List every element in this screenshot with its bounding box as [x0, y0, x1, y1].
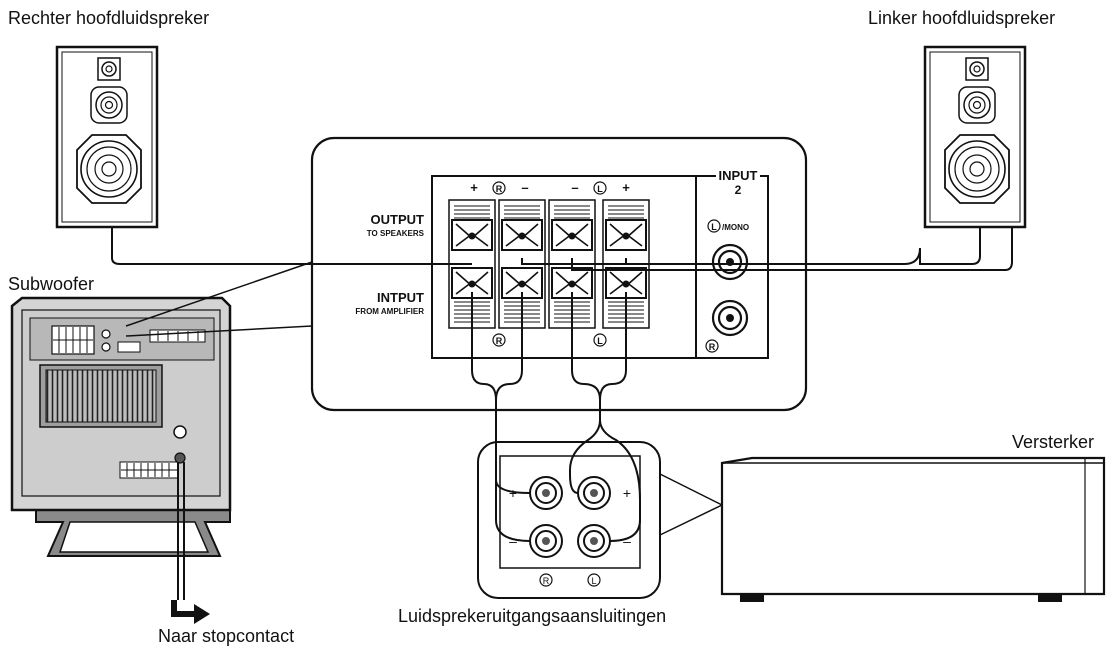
spring-terminal-output-l-plus: [605, 219, 647, 251]
amp-terminal-plus-r: [529, 476, 563, 510]
subwoofer-panel-enlarged: + R – – L + OUTPUT TO SPEAKERS INTPUT FR…: [310, 136, 808, 412]
left-speaker-woofer-cap: [969, 161, 985, 177]
amp-terminal-minus-r: [529, 524, 563, 558]
right-main-speaker-label: Rechter hoofdluidspreker: [8, 8, 209, 28]
left-speaker-woofer-ring: [962, 154, 992, 184]
right-main-speaker: [55, 45, 159, 229]
wire-r-minus: [471, 292, 531, 542]
main-speaker-wires: [111, 227, 1013, 271]
wire-right-speaker: [111, 227, 472, 265]
left-speaker-mid-cone: [968, 96, 986, 114]
top-polarity-plus-r: +: [470, 180, 478, 195]
mono-suffix: /MONO: [722, 223, 749, 232]
wire-l-minus: [571, 292, 641, 542]
wire-r-plus: [495, 420, 531, 494]
top-polarity-minus-r: –: [521, 180, 528, 195]
right-speaker-woofer-cap: [101, 161, 117, 177]
right-speaker-mid-frame: [90, 86, 128, 124]
jack-label-r: R: [709, 342, 716, 352]
amp-label-l: L: [591, 576, 596, 586]
right-speaker-woofer: [80, 140, 138, 198]
output-label: OUTPUT: [371, 212, 425, 227]
top-polarity-r: R: [496, 184, 503, 194]
right-speaker-tweeter: [101, 61, 117, 77]
power-cord: [171, 462, 210, 624]
wire-l-plus-top: [599, 292, 627, 401]
wire-r-plus-top: [495, 292, 523, 401]
left-speaker-mid: [963, 91, 991, 119]
right-speaker-woofer-cone: [86, 146, 132, 192]
left-speaker-mid-frame: [958, 86, 996, 124]
right-speaker-cabinet-inner: [61, 51, 153, 223]
top-polarity-plus-l: +: [622, 180, 630, 195]
left-main-speaker-label: Linker hoofdluidspreker: [868, 8, 1055, 28]
amplifier-foot-right: [1038, 594, 1062, 602]
right-speaker-mid-cap: [104, 100, 114, 110]
amp-terminal-plus-l: [577, 476, 611, 510]
subwoofer-input-jack-2: [101, 342, 111, 352]
right-speaker-woofer-frame: [76, 134, 142, 204]
speaker-output-terminals-label: Luidsprekeruitgangsaansluitingen: [398, 606, 666, 626]
right-speaker-tweeter-dome: [105, 65, 113, 73]
subwoofer-callout: [125, 261, 313, 337]
amplifier-body: [720, 456, 1106, 596]
subwoofer-input-jack-1: [101, 329, 111, 339]
amp-minus-right: –: [623, 533, 631, 549]
right-speaker-cabinet: [55, 45, 159, 229]
left-main-speaker: [923, 45, 1027, 229]
amplifier-label: Versterker: [1012, 432, 1094, 452]
subwoofer-unit: [10, 296, 232, 557]
input-label: INTPUT: [377, 290, 424, 305]
right-speaker-tweeter-frame: [97, 57, 121, 81]
left-speaker-woofer-cone: [954, 146, 1000, 192]
top-polarity-minus-l: –: [571, 180, 578, 195]
amp-minus-left: –: [509, 533, 517, 549]
left-speaker-tweeter-frame: [965, 57, 989, 81]
amplifier-unit: [720, 456, 1106, 602]
bottom-label-r: R: [496, 336, 503, 346]
wire-left-speaker: [521, 227, 981, 265]
mono-letter-l: L: [711, 222, 717, 232]
left-speaker-cabinet-inner: [929, 51, 1021, 223]
input-sub-label: FROM AMPLIFIER: [355, 307, 424, 316]
amp-to-subwoofer-wires: [471, 292, 641, 542]
left-speaker-woofer: [948, 140, 1006, 198]
input2-label: INPUT: [719, 168, 758, 183]
wire-l-plus: [569, 419, 601, 494]
outlet-arrow-shaft: [171, 600, 196, 617]
subwoofer-heatsink-fins: [45, 369, 157, 423]
subwoofer-switch: [117, 341, 141, 353]
amp-terminal-minus-l: [577, 524, 611, 558]
left-speaker-tweeter: [969, 61, 985, 77]
input2-number: 2: [735, 183, 742, 197]
outlet-arrow-icon: [194, 604, 210, 624]
left-speaker-woofer-frame: [944, 134, 1010, 204]
top-polarity-l: L: [597, 184, 603, 194]
amp-label-r: R: [543, 576, 550, 586]
output-sub-label: TO SPEAKERS: [367, 229, 425, 238]
to-outlet-label: Naar stopcontact: [158, 626, 294, 646]
right-speaker-woofer-ring: [94, 154, 124, 184]
left-speaker-mid-cap: [972, 100, 982, 110]
amp-plus-right: +: [623, 485, 631, 501]
bottom-label-l: L: [597, 336, 603, 346]
left-speaker-tweeter-dome: [973, 65, 981, 73]
subwoofer-knob: [173, 425, 187, 439]
amplifier-foot-left: [740, 594, 764, 602]
left-speaker-cabinet: [923, 45, 1027, 229]
subwoofer-power-inlet: [174, 452, 186, 464]
subwoofer-label: Subwoofer: [8, 274, 94, 294]
wire-left-speaker-2: [571, 227, 1013, 271]
right-speaker-mid: [95, 91, 123, 119]
amplifier-speaker-terminals: + + – – R L: [477, 441, 661, 599]
right-speaker-mid-cone: [100, 96, 118, 114]
amp-plus-left: +: [509, 485, 517, 501]
amplifier-callout: [659, 473, 723, 536]
subwoofer-base-inner: [58, 521, 210, 553]
